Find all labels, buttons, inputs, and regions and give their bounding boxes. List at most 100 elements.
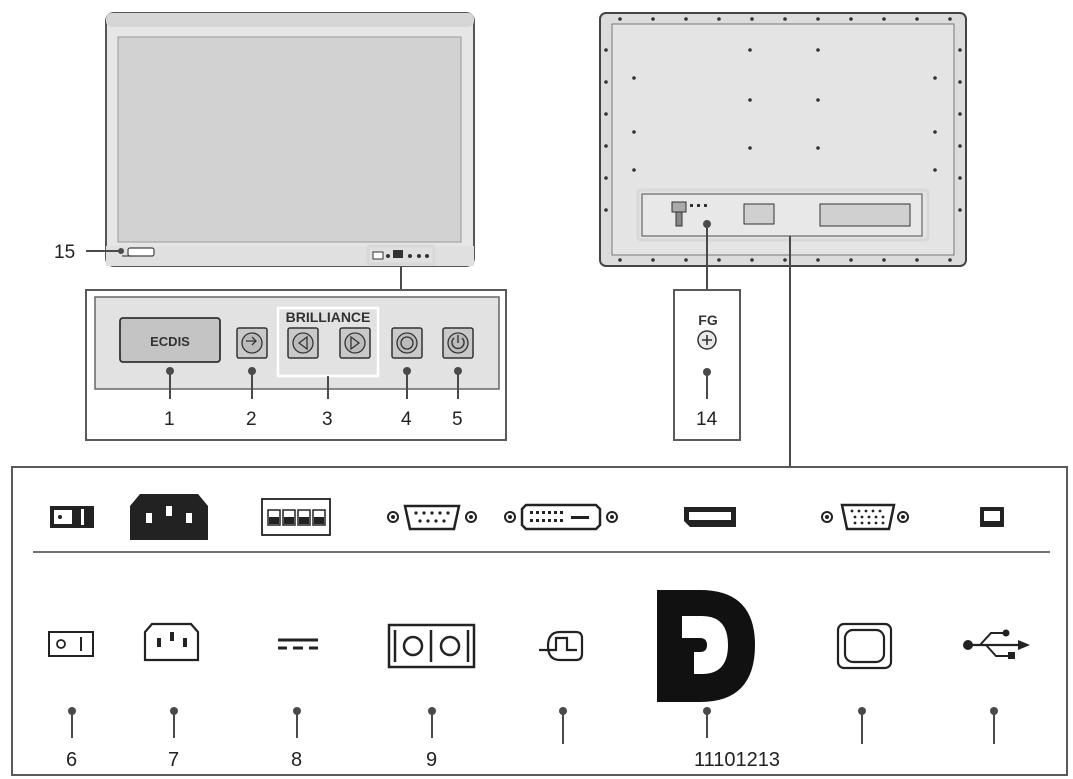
mounting-screw (632, 130, 636, 134)
mounting-screw (933, 76, 937, 80)
callout-label-3: 3 (322, 409, 333, 430)
usb-symbol-icon (963, 629, 1030, 659)
callout-label-1: 1 (164, 409, 175, 430)
right-triangle-icon (350, 335, 361, 351)
mounting-screw (604, 112, 608, 116)
rear-mounting-screws (604, 17, 962, 262)
mounting-screw (882, 258, 886, 262)
mounting-screw (958, 144, 962, 148)
dc-symbol-icon (278, 638, 318, 650)
mounting-screw (748, 146, 752, 150)
connector-callouts: 6 7 8 9 11101213 (66, 707, 998, 771)
mounting-screw (958, 112, 962, 116)
front-monitor (105, 12, 475, 267)
rear-monitor (599, 12, 967, 267)
fg-label: FG (698, 312, 718, 328)
ac-inlet-icon (130, 494, 208, 540)
mounting-screw (933, 130, 937, 134)
mounting-screw (958, 176, 962, 180)
power-button[interactable] (442, 327, 474, 359)
mounting-screw (816, 17, 820, 21)
mounting-screw (958, 208, 962, 212)
callout-label-2: 2 (246, 409, 257, 430)
callout-label-14: 14 (696, 409, 718, 430)
callout-label-8: 8 (291, 749, 302, 771)
mounting-screw (604, 176, 608, 180)
mounting-screw (882, 17, 886, 21)
callout-label-5: 5 (452, 409, 463, 430)
rear-connector-bay (641, 193, 923, 237)
front-callouts: 1 2 3 4 5 (164, 367, 463, 430)
ecdis-indicator: ECDIS (119, 317, 221, 363)
mounting-screw (958, 48, 962, 52)
mounting-screw (915, 258, 919, 262)
menu-button[interactable] (391, 327, 423, 359)
left-triangle-icon (297, 335, 308, 351)
callout-label-4: 4 (401, 409, 412, 430)
displayport-icon (684, 507, 736, 527)
mounting-screw (748, 48, 752, 52)
mounting-screw (684, 258, 688, 262)
connector-panel: 6 7 8 9 11101213 (11, 466, 1068, 776)
usb-b-icon (980, 507, 1004, 527)
vga-icon (821, 503, 909, 531)
ecdis-label: ECDIS (150, 334, 190, 349)
mounting-screw (750, 17, 754, 21)
analog-monitor-icon (836, 622, 893, 670)
mounting-screw (948, 258, 952, 262)
ac-symbol-icon (143, 622, 200, 662)
callout-label-7: 7 (168, 749, 179, 771)
digital-signal-icon (539, 630, 584, 662)
mounting-screw (684, 17, 688, 21)
mounting-screw (958, 80, 962, 84)
circle-icon (400, 336, 414, 350)
mounting-screw (651, 17, 655, 21)
brilliance-up-button[interactable] (339, 327, 371, 359)
mounting-screw (816, 146, 820, 150)
serial-symbol-icon (387, 623, 476, 669)
mounting-screw (604, 208, 608, 212)
mounting-screw (717, 258, 721, 262)
mounting-screw (783, 17, 787, 21)
mounting-screw (816, 98, 820, 102)
mounting-screw (816, 48, 820, 52)
brilliance-group: BRILLIANCE (276, 306, 380, 378)
frame-ground-zoom: FG 14 (673, 289, 741, 441)
callout-label-11-13: 11101213 (694, 749, 780, 771)
power-switch-icon (50, 506, 94, 528)
mounting-screw (618, 17, 622, 21)
light-sensor (127, 247, 155, 257)
mounting-screw (750, 258, 754, 262)
dip-switch-icon (261, 498, 331, 536)
dvi-icon (504, 503, 618, 531)
mounting-screw (849, 258, 853, 262)
front-button-strip (372, 250, 429, 260)
input-arrow-icon (246, 336, 257, 346)
mounting-screw (604, 144, 608, 148)
ground-screw-icon (697, 330, 717, 350)
brilliance-down-button[interactable] (287, 327, 319, 359)
mounting-screw (849, 17, 853, 21)
power-symbol-icon (48, 631, 94, 657)
dsub9-icon (387, 504, 477, 531)
displayport-logo-icon (657, 590, 755, 702)
mounting-screw (748, 98, 752, 102)
brilliance-label: BRILLIANCE (286, 309, 371, 325)
callout-15: 15 (54, 242, 124, 263)
mounting-screw (948, 17, 952, 21)
mounting-screw (632, 76, 636, 80)
callout-label-6: 6 (66, 749, 77, 771)
mounting-screw (717, 17, 721, 21)
mounting-screw (933, 168, 937, 172)
mounting-screw (816, 258, 820, 262)
input-button[interactable] (236, 327, 268, 359)
power-icon (451, 337, 465, 350)
mounting-screw (651, 258, 655, 262)
mounting-screw (618, 258, 622, 262)
mounting-screw (915, 17, 919, 21)
callout-label-15: 15 (54, 242, 75, 263)
callout-label-9: 9 (426, 749, 437, 771)
front-panel-zoom: ECDIS BRILLIANCE (85, 289, 507, 441)
mounting-screw (632, 168, 636, 172)
